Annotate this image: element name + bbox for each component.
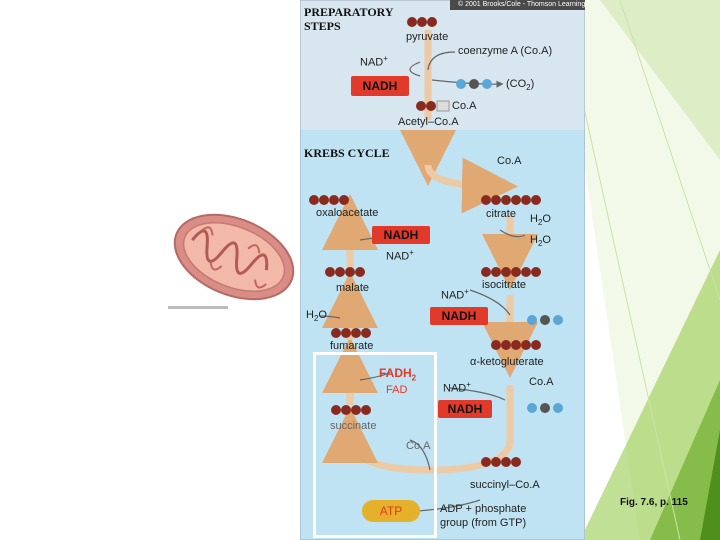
malate-label: malate bbox=[336, 282, 370, 294]
coa-label-4: Co.A bbox=[406, 440, 431, 452]
krebs-diagram-panel bbox=[300, 0, 585, 540]
adp-phosphate-label: ADP + phosphate group (from GTP) bbox=[440, 503, 527, 529]
coa-label-2: Co.A bbox=[497, 155, 522, 167]
fad-label: FAD bbox=[386, 384, 408, 396]
coenzyme-a-label: coenzyme A (Co.A) bbox=[458, 45, 553, 57]
oxaloacetate-label: oxaloacetate bbox=[316, 207, 379, 219]
mitochondrion-credit bbox=[168, 306, 228, 309]
nad-plus-label-1: NAD+ bbox=[360, 54, 388, 69]
nad-plus-label-3: NAD+ bbox=[441, 287, 469, 302]
nadh-box-3: NADH bbox=[430, 307, 488, 325]
carbon-chain-molecule bbox=[309, 17, 541, 467]
h2o-label-1: H2O bbox=[530, 213, 551, 228]
figure-caption: Fig. 7.6, p. 115 bbox=[620, 497, 688, 508]
h2o-label-2: H2O bbox=[530, 234, 551, 249]
nadh-box-4: NADH bbox=[438, 400, 492, 418]
h2o-label-3: H2O bbox=[306, 309, 327, 324]
nad-plus-label-4: NAD+ bbox=[443, 380, 471, 395]
preparatory-steps-heading: PREPARATORY STEPS bbox=[304, 5, 394, 33]
co2-label-1: (CO2) bbox=[506, 78, 535, 93]
succinyl-coa-label: succinyl–Co.A bbox=[470, 479, 540, 491]
copyright-text: © 2001 Brooks/Cole - Thomson Learning bbox=[458, 1, 586, 8]
coa-label-3: Co.A bbox=[529, 376, 554, 388]
nadh-box-1: NADH bbox=[351, 76, 409, 96]
pyruvate-label: pyruvate bbox=[406, 31, 449, 43]
atp-badge: ATP bbox=[362, 500, 420, 522]
fumarate-label: fumarate bbox=[330, 340, 374, 352]
highlight-frame bbox=[313, 352, 437, 538]
acetyl-coa-label: Acetyl–Co.A bbox=[398, 116, 459, 128]
atp-label: ATP bbox=[379, 504, 403, 518]
krebs-cycle-heading: KREBS CYCLE bbox=[304, 146, 390, 160]
fadh2-label: FADH2 bbox=[379, 366, 417, 383]
coa-label-1: Co.A bbox=[452, 100, 477, 112]
citrate-label: citrate bbox=[486, 208, 516, 220]
nadh-box-2: NADH bbox=[372, 226, 430, 244]
alpha-ketoglutarate-label: α-ketogluterate bbox=[470, 356, 544, 368]
nad-plus-label-2: NAD+ bbox=[386, 248, 414, 263]
co2-molecule bbox=[456, 79, 563, 413]
isocitrate-label: isocitrate bbox=[482, 279, 527, 291]
mitochondrion-illustration bbox=[173, 213, 295, 301]
succinate-label: succinate bbox=[330, 420, 377, 432]
